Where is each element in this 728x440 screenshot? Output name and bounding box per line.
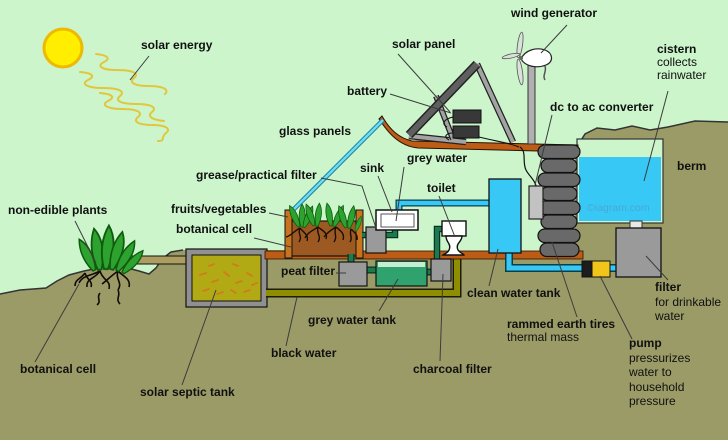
sun-icon <box>42 27 84 69</box>
label-cistern: cistern collects rainwater <box>657 42 707 82</box>
watermark: ©iagram.com <box>587 202 650 214</box>
label-sink: sink <box>360 161 385 175</box>
label-berm: berm <box>677 159 707 173</box>
label-non-edible-plants: non-edible plants <box>8 203 108 217</box>
label-solar-panel: solar panel <box>392 37 456 51</box>
label-grease-filter: grease/practical filter <box>196 168 317 182</box>
label-toilet: toilet <box>427 181 456 195</box>
clean-water-tank-box <box>488 178 522 254</box>
tire-stack <box>537 144 581 258</box>
toilet-fixture <box>441 220 467 256</box>
label-filter: filter for drinkable water <box>655 280 722 323</box>
solar-panel-icon <box>405 60 516 146</box>
label-fruits-vegetables: fruits/vegetables <box>171 202 267 216</box>
label-solar-septic-tank: solar septic tank <box>140 385 235 399</box>
label-botanical-cell-upper: botanical cell <box>176 222 253 236</box>
planter-roots <box>285 226 358 243</box>
label-dc-ac-converter: dc to ac converter <box>550 100 654 114</box>
non-edible-plants <box>74 224 147 306</box>
solar-rays-icon <box>79 53 170 142</box>
label-glass-panels: glass panels <box>279 124 352 138</box>
label-battery: battery <box>347 84 388 98</box>
peat-filter-box <box>338 261 368 287</box>
label-grey-water: grey water <box>407 151 468 165</box>
leader-lines <box>34 24 669 386</box>
grease-filter-box <box>365 226 387 254</box>
label-solar-energy: solar energy <box>141 38 213 52</box>
battery-icon <box>443 109 520 148</box>
label-rammed-earth-tires: rammed earth tires thermal mass <box>507 317 616 344</box>
label-charcoal-filter: charcoal filter <box>413 362 492 376</box>
label-wind-generator: wind generator <box>511 6 598 20</box>
label-peat-filter: peat filter <box>281 264 336 278</box>
black-water-pipe <box>266 254 462 298</box>
converter-wire <box>519 146 537 187</box>
drinkable-filter-box <box>615 227 662 278</box>
label-black-water: black water <box>271 346 337 360</box>
pump-icon <box>581 260 611 278</box>
grey-water-tank-box <box>375 260 428 287</box>
label-botanical-cell-lower: botanical cell <box>20 362 97 376</box>
dc-ac-converter-box <box>528 185 544 220</box>
solar-septic-tank <box>185 248 268 308</box>
cistern-tank <box>576 138 664 224</box>
sink-fixture <box>375 209 419 231</box>
house-floor <box>264 250 584 260</box>
label-pump: pump pressurizes water to household pres… <box>629 336 691 408</box>
charcoal-filter-box <box>430 258 452 282</box>
glass-panels-line <box>287 118 385 216</box>
botanical-cell-planter <box>284 202 364 259</box>
label-grey-water-tank: grey water tank <box>308 313 397 327</box>
label-clean-water-tank: clean water tank <box>467 286 561 300</box>
wind-generator-icon <box>501 31 553 145</box>
